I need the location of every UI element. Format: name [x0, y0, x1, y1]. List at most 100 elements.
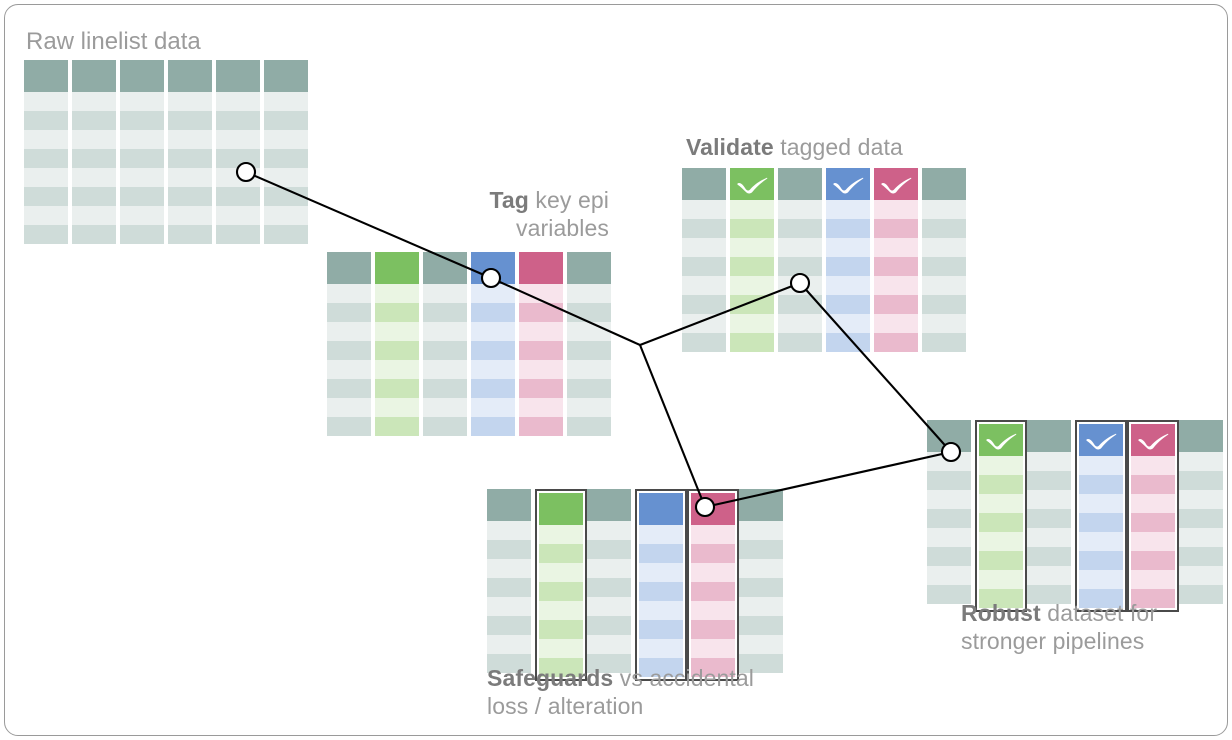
- table-row-cell: [168, 149, 212, 168]
- table-row-cell: [979, 456, 1023, 475]
- flow-node-validate[interactable]: [789, 272, 811, 294]
- table-safeguards[interactable]: [487, 489, 783, 681]
- table-row-cell: [375, 360, 419, 379]
- check-mark-icon: [737, 177, 768, 194]
- table-column-teal[interactable]: [72, 60, 116, 244]
- table-column-teal[interactable]: [927, 420, 971, 604]
- table-header-cell: [922, 168, 966, 200]
- table-row-cell: [423, 322, 467, 341]
- table-column-teal[interactable]: [120, 60, 164, 244]
- table-row-cell: [120, 92, 164, 111]
- table-row-cell: [1027, 452, 1071, 471]
- table-column-blue-boxed[interactable]: [1075, 420, 1127, 612]
- table-column-green[interactable]: [375, 252, 419, 436]
- table-validate-tagged-data[interactable]: [682, 168, 966, 352]
- table-row-cell: [682, 314, 726, 333]
- table-column-pink[interactable]: [874, 168, 918, 352]
- table-row-cell: [471, 379, 515, 398]
- table-row-cell: [1131, 589, 1175, 608]
- table-row-cell: [168, 111, 212, 130]
- table-row-cell: [519, 398, 563, 417]
- table-column-green[interactable]: [730, 168, 774, 352]
- table-row-cell: [1131, 551, 1175, 570]
- table-row-cell: [487, 654, 531, 673]
- table-columns: [927, 420, 1223, 612]
- caption-lead-word: Robust: [961, 600, 1041, 626]
- table-row-cell: [874, 333, 918, 352]
- table-row-cell: [471, 341, 515, 360]
- table-row-cell: [1131, 494, 1175, 513]
- caption-body-text: key epi variables: [516, 187, 609, 242]
- table-column-teal[interactable]: [168, 60, 212, 244]
- table-row-cell: [587, 654, 631, 673]
- table-row-cell: [24, 130, 68, 149]
- table-row-cell: [120, 168, 164, 187]
- table-row-cell: [730, 219, 774, 238]
- table-row-cell: [72, 206, 116, 225]
- table-column-teal[interactable]: [423, 252, 467, 436]
- table-row-cell: [375, 303, 419, 322]
- table-column-pink[interactable]: [519, 252, 563, 436]
- table-row-cell: [120, 225, 164, 244]
- label-safeguards: Safeguards vs accidental loss / alterati…: [487, 664, 907, 720]
- flow-node-robust[interactable]: [940, 441, 962, 463]
- table-row-cell: [327, 417, 371, 436]
- flow-edge-branch-to-safeguards: [639, 344, 706, 508]
- table-column-teal[interactable]: [587, 489, 631, 673]
- table-header-cell: [639, 493, 683, 525]
- table-row-cell: [168, 206, 212, 225]
- table-column-teal[interactable]: [1027, 420, 1071, 604]
- table-row-cell: [216, 206, 260, 225]
- table-row-cell: [778, 238, 822, 257]
- table-row-cell: [264, 206, 308, 225]
- check-mark-icon: [1086, 433, 1117, 450]
- table-row-cell: [927, 547, 971, 566]
- table-row-cell: [423, 360, 467, 379]
- table-column-teal[interactable]: [24, 60, 68, 244]
- table-row-cell: [487, 540, 531, 559]
- table-column-teal[interactable]: [264, 60, 308, 244]
- table-column-blue-boxed[interactable]: [635, 489, 687, 681]
- label-validate-tagged-data: Validate tagged data: [686, 133, 1106, 161]
- table-column-pink-boxed[interactable]: [1127, 420, 1179, 612]
- flow-node-tag[interactable]: [480, 267, 502, 289]
- table-row-cell: [1079, 570, 1123, 589]
- table-row-cell: [1179, 547, 1223, 566]
- table-column-teal[interactable]: [1179, 420, 1223, 604]
- table-raw-linelist[interactable]: [24, 60, 308, 244]
- table-row-cell: [979, 589, 1023, 608]
- table-column-teal[interactable]: [922, 168, 966, 352]
- table-row-cell: [1027, 585, 1071, 604]
- table-tag-key-epi-variables[interactable]: [327, 252, 611, 436]
- table-row-cell: [739, 578, 783, 597]
- caption-body-text: vs accidental loss / alteration: [487, 665, 755, 720]
- table-row-cell: [168, 92, 212, 111]
- table-row-cell: [778, 257, 822, 276]
- table-column-green-boxed[interactable]: [535, 489, 587, 681]
- table-column-teal[interactable]: [682, 168, 726, 352]
- table-row-cell: [778, 295, 822, 314]
- flow-node-safeguards[interactable]: [694, 496, 716, 518]
- table-row-cell: [922, 314, 966, 333]
- table-column-pink-boxed[interactable]: [687, 489, 739, 681]
- table-row-cell: [1027, 490, 1071, 509]
- table-robust-dataset[interactable]: [927, 420, 1223, 612]
- table-row-cell: [539, 620, 583, 639]
- table-row-cell: [979, 570, 1023, 589]
- table-row-cell: [639, 620, 683, 639]
- table-header-cell: [1079, 424, 1123, 456]
- table-column-teal[interactable]: [739, 489, 783, 673]
- table-column-teal[interactable]: [327, 252, 371, 436]
- table-columns: [487, 489, 783, 681]
- table-column-green-boxed[interactable]: [975, 420, 1027, 612]
- table-row-cell: [327, 360, 371, 379]
- flow-node-raw[interactable]: [235, 161, 257, 183]
- table-header-cell: [539, 493, 583, 525]
- table-row-cell: [730, 257, 774, 276]
- table-column-blue[interactable]: [826, 168, 870, 352]
- table-row-cell: [72, 187, 116, 206]
- table-column-teal[interactable]: [487, 489, 531, 673]
- table-row-cell: [639, 639, 683, 658]
- table-row-cell: [639, 582, 683, 601]
- table-row-cell: [471, 398, 515, 417]
